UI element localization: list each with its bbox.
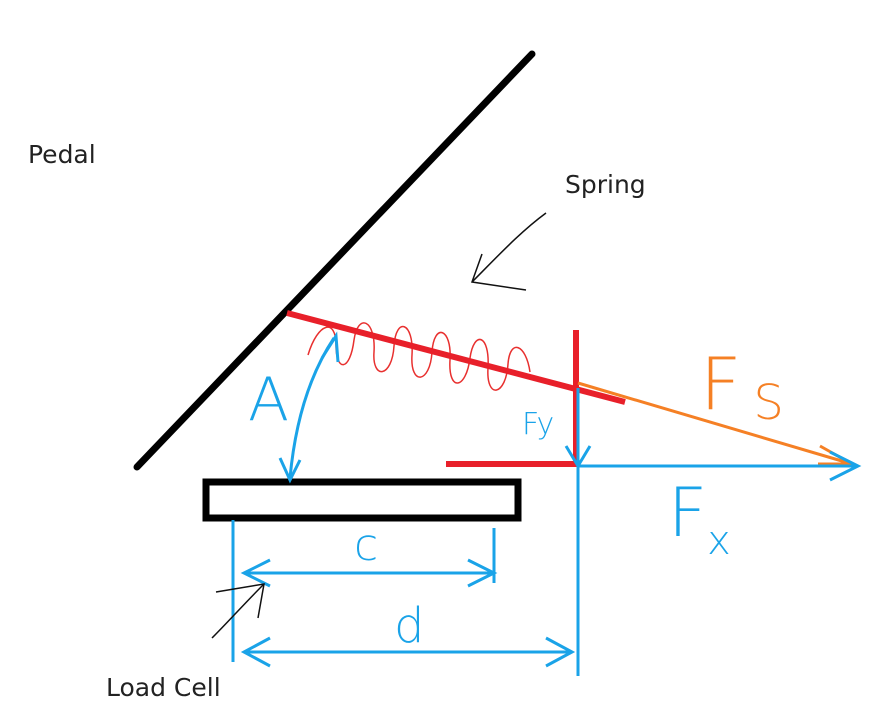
- angle-arc: [288, 337, 336, 479]
- force-s-main: F: [700, 342, 742, 426]
- load-cell-block: [202, 478, 522, 522]
- force-x-subscript: x: [707, 518, 731, 564]
- load-cell-pointer-arrow: [211, 583, 265, 639]
- spring-line: [286, 310, 626, 405]
- pedal-label: Pedal: [28, 140, 96, 169]
- force-x-main: F: [668, 474, 708, 553]
- dim-d-arrow-right: [545, 636, 576, 668]
- angle-label: A: [248, 365, 290, 435]
- angle-arrowhead-bottom: [278, 457, 302, 484]
- spring-label: Spring: [565, 170, 646, 199]
- spring-pointer-arrowhead: [470, 253, 527, 291]
- dim-c-label: c: [354, 520, 379, 571]
- load-cell-pointer-arrowhead: [215, 583, 265, 619]
- pedal-arm: [133, 50, 536, 471]
- spring-force-vector: [577, 381, 853, 466]
- spring-coil: [307, 322, 531, 391]
- spring-pointer-arrow: [471, 212, 547, 283]
- dim-c-arrow-left: [240, 558, 271, 588]
- dim-c-arrow-right: [467, 558, 498, 588]
- force-x-label: Fx: [668, 480, 731, 562]
- dim-d-label: d: [394, 598, 425, 654]
- fx-arrowhead: [829, 450, 862, 482]
- force-y-label: Fy: [522, 407, 555, 442]
- force-s-subscript: S: [753, 375, 784, 431]
- load-cell-label: Load Cell: [106, 673, 221, 702]
- angle-arrowhead-top: [320, 331, 340, 363]
- dim-d-arrow-left: [240, 636, 271, 668]
